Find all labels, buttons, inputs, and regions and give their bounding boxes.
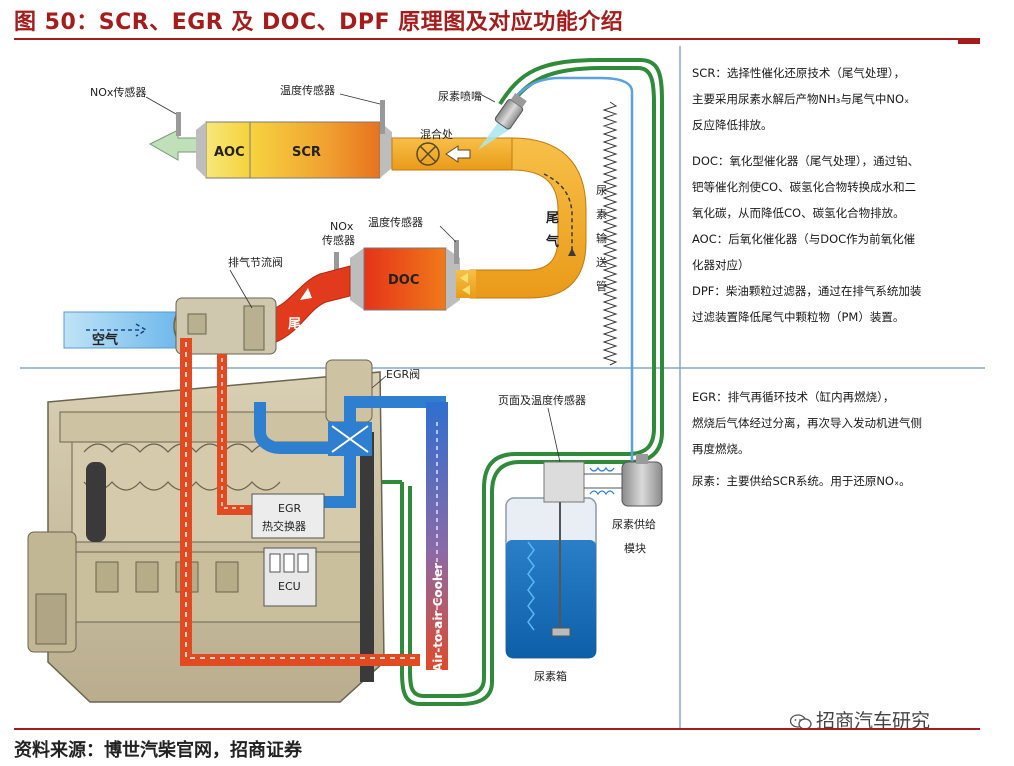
label-urea-line-3: 输 — [596, 231, 607, 245]
label-egr-cooler-1: EGR — [278, 502, 301, 515]
bottom-rule — [14, 728, 980, 730]
label-nox-sensor-top: NOx传感器 — [90, 86, 146, 99]
scr-assembly: NOx传感器 温度传感器 尿素喷嘴 混合处 AOC SCR — [90, 83, 527, 179]
label-air: 空气 — [92, 332, 118, 348]
label-urea-tank: 尿素箱 — [534, 669, 567, 683]
label-urea-supply-2: 模块 — [624, 542, 646, 555]
doc-assembly: NOx 传感器 温度传感器 DOC — [322, 215, 476, 311]
urea-nozzle-icon — [494, 93, 527, 130]
label-air-cooler: Air-to-air Cooler — [431, 563, 445, 672]
exhaust-u-pipe — [469, 137, 587, 299]
label-level-temp-sensor: 页面及温度传感器 — [498, 393, 586, 407]
note-dpf-1: DPF：柴油颗粒过滤器，通过在排气系统加装 — [692, 284, 922, 298]
urea-transfer-coil — [602, 101, 618, 366]
note-doc-3: 氧化碳，从而降低CO、碳氢化合物排放。 — [692, 206, 905, 220]
notes-aftertreatment: SCR：选择性催化还原技术（尾气处理）， 主要采用尿素水解后产物NH₃与尾气中N… — [692, 60, 921, 330]
label-exhaust-valve: 排气节流阀 — [228, 255, 283, 269]
flow-arrow-u — [543, 173, 573, 252]
label-egr-cooler-2: 热交换器 — [262, 519, 306, 533]
note-aoc-2: 化器对应） — [692, 258, 750, 272]
egr-cooler — [251, 493, 325, 539]
label-temp-sensor-mid: 温度传感器 — [368, 215, 423, 229]
label-ecu: ECU — [278, 580, 301, 593]
label-urea-supply-1: 尿素供给 — [612, 517, 656, 531]
label-exhaust-2: 气 — [546, 234, 559, 250]
note-egr-1: EGR：排气再循环技术（缸内再燃烧）， — [692, 390, 895, 404]
title-rule — [14, 38, 980, 40]
label-nox-sensor-mid-1: NOx — [330, 220, 354, 233]
nox-sensor-mid-icon — [334, 252, 339, 274]
figure-title: 图 50：SCR、EGR 及 DOC、DPF 原理图及对应功能介绍 — [14, 10, 624, 35]
note-scr-2: 主要采用尿素水解后产物NH₃与尾气中NOₓ — [692, 92, 910, 106]
label-urea-line-2: 素 — [596, 208, 607, 221]
label-nox-sensor-mid-2: 传感器 — [322, 234, 355, 247]
label-urea-line-5: 管 — [596, 279, 607, 293]
label-doc: DOC — [388, 273, 419, 288]
note-scr-3: 反应降低排放。 — [692, 118, 773, 132]
label-urea-nozzle: 尿素喷嘴 — [438, 90, 482, 103]
hot-exhaust-pipe — [269, 265, 351, 343]
outlet-arrow — [148, 129, 201, 161]
label-mixer: 混合处 — [420, 127, 453, 141]
note-aoc-1: AOC：后氧化催化器（与DOC作为前氧化催 — [692, 232, 916, 246]
label-aoc: AOC — [214, 145, 245, 160]
note-urea-1: 尿素：主要供给SCR系统。用于还原NOₓ。 — [692, 474, 911, 488]
note-doc-2: 钯等催化剂使CO、碳氢化合物转换成水和二 — [692, 180, 917, 194]
label-urea-line-4: 送 — [596, 255, 607, 269]
aftertreatment-diagram: NOx传感器 温度传感器 尿素喷嘴 混合处 AOC SCR 尾 气 NOx 传感… — [20, 46, 985, 730]
note-egr-3: 再度燃烧。 — [692, 442, 750, 456]
note-scr-1: SCR：选择性催化还原技术（尾气处理）， — [692, 66, 906, 80]
temp-sensor-mid-icon — [454, 240, 459, 264]
label-urea-line-1: 尿 — [596, 184, 607, 197]
engine-block — [27, 359, 385, 703]
doc-can — [363, 247, 447, 311]
label-scr: SCR — [292, 145, 321, 160]
figure-source: 资料来源：博世汽柴官网，招商证券 — [14, 740, 302, 761]
mixer-icon — [416, 142, 440, 166]
note-doc-1: DOC：氧化型催化器（尾气处理），通过铂、 — [692, 154, 920, 168]
label-temp-sensor-top: 温度传感器 — [280, 83, 335, 97]
flow-arrow-left — [445, 145, 471, 163]
watermark-text: 招商汽车研究 — [816, 710, 931, 732]
label-egr-valve: EGR阀 — [386, 367, 420, 381]
ecu-icon: ECU — [263, 547, 317, 607]
intake-blue-loop — [254, 402, 356, 508]
urea-supply-module: 尿素供给 模块 — [584, 454, 663, 555]
urea-tank: 页面及温度传感器 尿素箱 — [498, 393, 597, 683]
title-rule-tick — [958, 40, 980, 44]
nox-sensor-top-icon — [176, 112, 181, 136]
doc-outlet-arrows — [460, 273, 470, 295]
notes-egr-urea: EGR：排气再循环技术（缸内再燃烧）， 燃烧后气体经过分离，再次导入发动机进气侧… — [692, 384, 922, 494]
label-exhaust-1: 尾 — [546, 211, 559, 226]
tank-heater-coil — [527, 541, 535, 631]
note-dpf-2: 过滤装置降低尾气中颗粒物（PM）装置。 — [692, 310, 905, 324]
note-egr-2: 燃烧后气体经过分离，再次导入发动机进气侧 — [692, 416, 922, 430]
urea-spray — [478, 120, 512, 150]
egr-valve-icon: EGR阀 — [328, 367, 420, 456]
label-exhaust-red: 尾 — [288, 317, 301, 332]
temp-sensor-top-icon — [380, 100, 385, 134]
